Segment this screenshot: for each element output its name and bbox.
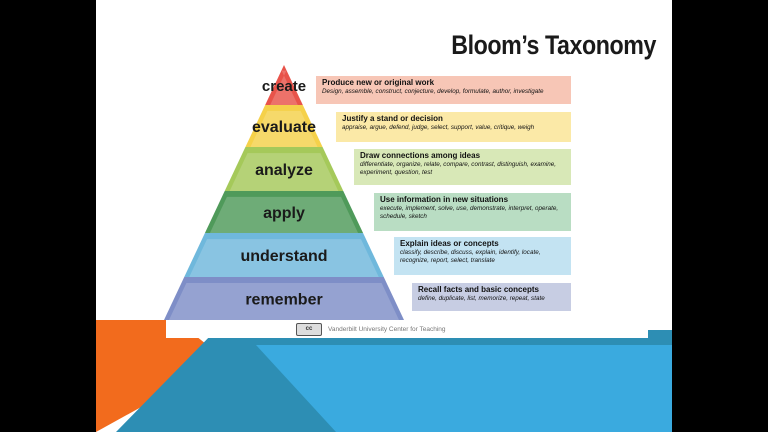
description-verbs-analyze: differentiate, organize, relate, compare… — [360, 161, 557, 176]
pyramid-band-shade-remember — [169, 283, 399, 320]
pyramid-band-shade-analyze — [229, 153, 339, 191]
pyramid-band-understand — [184, 233, 384, 277]
pyramid: create evaluate analyze apply understand reme… — [164, 65, 404, 320]
pyramid-label-create: create — [262, 78, 306, 95]
slide: Bloom’s Taxonomy create evaluate analyze ap… — [96, 0, 672, 432]
credit-text: Vanderbilt University Center for Teachin… — [328, 325, 446, 333]
pyramid-label-analyze: analyze — [255, 162, 313, 179]
description-head-create: Produce new or original work — [322, 78, 435, 87]
pyramid-band-shade-understand — [189, 239, 379, 277]
description-verbs-understand: classify, describe, discuss, explain, id… — [400, 249, 541, 264]
description-head-evaluate: Justify a stand or decision — [342, 114, 443, 123]
pyramid-band-create — [265, 65, 303, 105]
orange-shape — [96, 320, 226, 432]
pyramid-label-apply: apply — [263, 205, 305, 222]
description-head-analyze: Draw connections among ideas — [360, 151, 481, 160]
pyramid-band-evaluate — [245, 105, 323, 147]
description-verbs-apply: execute, implement, solve, use, demonstr… — [380, 205, 559, 220]
pyramid-band-analyze — [224, 147, 344, 191]
cc-license-icon: cc — [296, 322, 322, 336]
description-head-understand: Explain ideas or concepts — [400, 239, 499, 248]
credit: cc Vanderbilt University Center for Teac… — [296, 322, 446, 336]
pyramid-label-evaluate: evaluate — [252, 119, 316, 136]
pyramid-band-shade-evaluate — [250, 110, 318, 147]
description-verbs-remember: define, duplicate, list, memorize, repea… — [418, 295, 545, 302]
blue-shape — [256, 345, 672, 432]
description-head-apply: Use information in new situations — [380, 195, 509, 204]
page-title: Bloom’s Taxonomy — [451, 30, 656, 60]
pyramid-band-shade-apply — [209, 196, 359, 233]
pyramid-band-shade-create — [270, 70, 298, 105]
description-verbs-evaluate: appraise, argue, defend, judge, select, … — [342, 124, 535, 131]
pyramid-label-remember: remember — [245, 292, 322, 309]
pyramid-band-remember — [164, 277, 404, 320]
pyramid-band-apply — [204, 191, 364, 233]
description-verbs-create: Design, assemble, construct, conjecture,… — [322, 88, 544, 95]
pyramid-label-understand: understand — [240, 248, 327, 265]
description-head-remember: Recall facts and basic concepts — [418, 285, 539, 294]
background-shapes — [96, 320, 672, 432]
